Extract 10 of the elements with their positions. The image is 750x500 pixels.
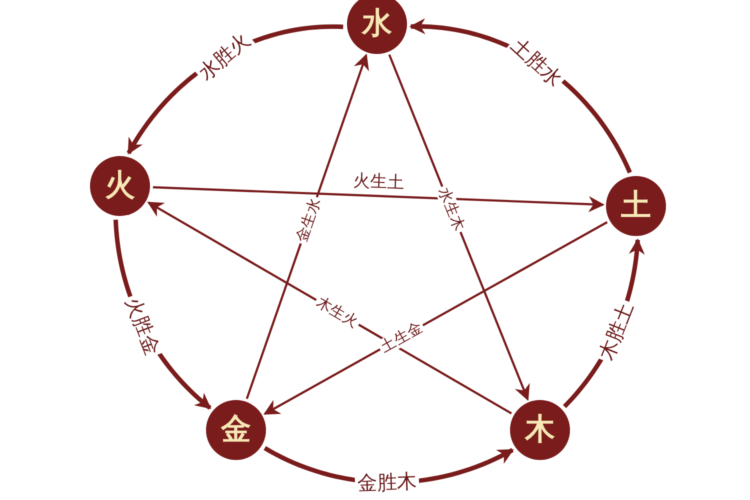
element-circle — [206, 400, 266, 460]
element-circle — [347, 0, 407, 54]
element-character: 火 — [105, 171, 135, 201]
element-character: 水 — [362, 9, 392, 39]
arrow — [152, 186, 605, 212]
element-character: 金 — [221, 415, 251, 445]
element-character: 土 — [621, 191, 651, 221]
element-circle — [510, 400, 570, 460]
edge-label: 金胜木 — [354, 470, 420, 495]
element-character: 木 — [525, 415, 555, 445]
